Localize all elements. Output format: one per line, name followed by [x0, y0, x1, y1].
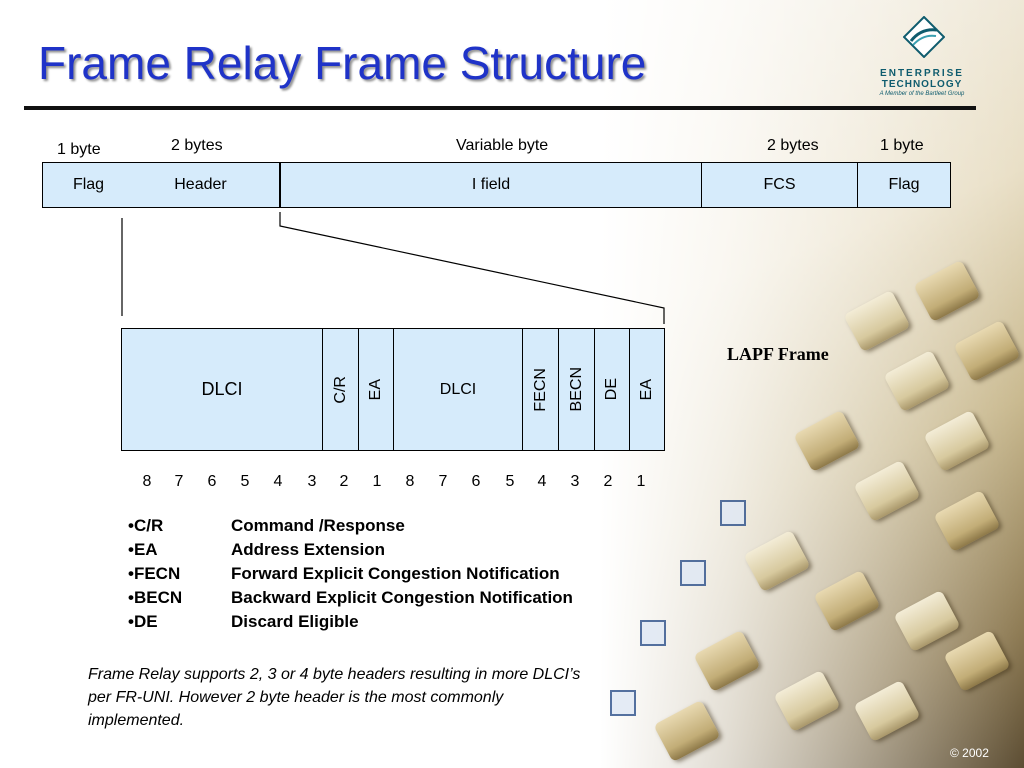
bit-number: 8	[405, 473, 415, 490]
logo-tagline: A Member of the Bartleet Group	[879, 91, 965, 97]
frame-size-label: 2 bytes	[767, 137, 819, 154]
lapf-field-ea-second: EA	[629, 328, 665, 451]
legend-description: Command /Response	[231, 516, 405, 535]
frame-field-flag-start: Flag	[42, 162, 135, 208]
bit-number: 4	[273, 473, 283, 490]
bit-number: 4	[537, 473, 547, 490]
bit-number: 6	[207, 473, 217, 490]
legend-abbreviation: •FECN	[128, 564, 181, 583]
legend-abbreviation: •EA	[128, 540, 158, 559]
grid-square-shape	[610, 690, 636, 716]
lapf-field-de: DE	[594, 328, 630, 451]
bit-number: 3	[307, 473, 317, 490]
company-logo-icon	[903, 16, 945, 58]
lapf-field-ea-label: EA	[367, 378, 384, 401]
frame-field-header: Header	[122, 162, 280, 208]
bit-number: 6	[471, 473, 481, 490]
frame-size-label: 1 byte	[880, 137, 924, 154]
lapf-field-fecn: FECN	[522, 328, 559, 451]
legend-description: Discard Eligible	[231, 612, 359, 631]
legend-description: Forward Explicit Congestion Notification	[231, 564, 560, 583]
bit-number: 7	[438, 473, 448, 490]
legend-abbreviation: •C/R	[128, 516, 164, 535]
legend-description: Address Extension	[231, 540, 385, 559]
logo-text-line1: ENTERPRISE	[880, 68, 964, 79]
lapf-frame-caption: LAPF Frame	[727, 344, 829, 364]
bit-number: 2	[339, 473, 349, 490]
lapf-field-de-label: DE	[603, 378, 620, 401]
lapf-field-dlci-high: DLCI	[121, 328, 323, 451]
keyboard-background-image	[600, 0, 1024, 768]
header-size-note: Frame Relay supports 2, 3 or 4 byte head…	[88, 666, 581, 729]
logo-text-line2: TECHNOLOGY	[881, 79, 963, 90]
bit-number: 1	[372, 473, 382, 490]
grid-square-shape	[680, 560, 706, 586]
bit-number: 5	[505, 473, 515, 490]
frame-field-i-field: I field	[280, 162, 702, 208]
lapf-field-dlci-low: DLCI	[393, 328, 523, 451]
lapf-field-fecn-label: FECN	[531, 367, 549, 412]
frame-size-label: 1 byte	[57, 141, 101, 158]
bit-number: 1	[636, 473, 646, 490]
frame-size-label: Variable byte	[456, 137, 549, 154]
bit-number: 5	[240, 473, 250, 490]
slide-title: Frame Relay Frame Structure	[38, 37, 647, 89]
bit-number: 3	[570, 473, 580, 490]
title-underline	[24, 106, 976, 110]
lapf-field-cr-label: C/R	[331, 375, 349, 404]
bit-number: 7	[174, 473, 184, 490]
frame-size-label: 2 bytes	[171, 137, 223, 154]
copyright-text: © 2002	[950, 746, 989, 760]
lapf-field-ea-first: EA	[358, 328, 394, 451]
frame-field-fcs: FCS	[701, 162, 858, 208]
bit-number: 8	[142, 473, 152, 490]
legend-description: Backward Explicit Congestion Notificatio…	[231, 588, 573, 607]
lapf-field-becn: BECN	[558, 328, 595, 451]
legend-abbreviation: •BECN	[128, 588, 183, 607]
legend-abbreviation: •DE	[128, 612, 158, 631]
lapf-field-ea-label: EA	[638, 378, 655, 401]
frame-field-flag-end: Flag	[857, 162, 951, 208]
lapf-field-cr: C/R	[322, 328, 359, 451]
grid-square-shape	[720, 500, 746, 526]
grid-square-shape	[640, 620, 666, 646]
lapf-field-becn-label: BECN	[567, 367, 585, 412]
bit-number: 2	[603, 473, 613, 490]
